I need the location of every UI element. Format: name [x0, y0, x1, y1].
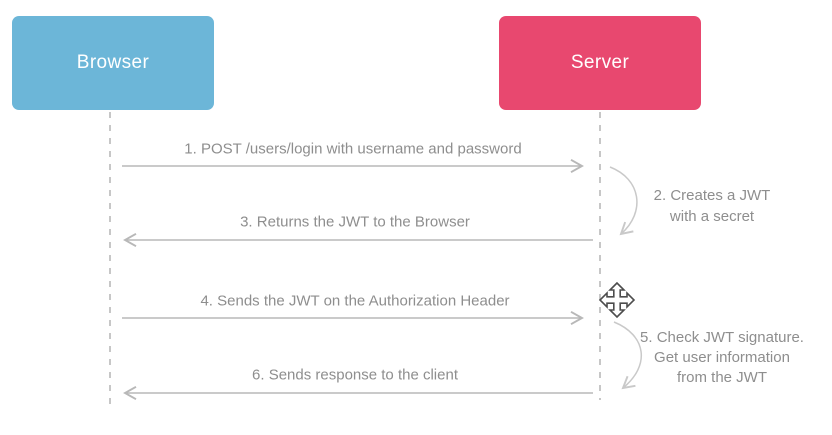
actor-box-browser: Browser — [12, 16, 214, 110]
message-2-line-1: 2. Creates a JWT — [653, 187, 771, 204]
message-5-self-arrow — [613, 321, 643, 390]
message-2-self-arrow — [609, 166, 638, 236]
message-3-label: 3. Returns the JWT to the Browser — [240, 213, 470, 231]
move-cursor-icon — [598, 281, 636, 319]
message-2-label: 2. Creates a JWT with a secret — [654, 185, 771, 227]
actor-box-server: Server — [499, 16, 701, 110]
actor-server-label: Server — [570, 52, 630, 73]
message-5-line-1: 5. Check JWT signature. — [640, 329, 804, 346]
message-6-label: 6. Sends response to the client — [252, 366, 458, 384]
message-1-label: 1. POST /users/login with username and p… — [184, 140, 522, 158]
actor-browser-label: Browser — [76, 52, 150, 73]
message-5-line-2: Get user information — [654, 349, 790, 366]
message-2-line-2: with a secret — [669, 208, 755, 225]
message-4-label: 4. Sends the JWT on the Authorization He… — [200, 292, 510, 310]
message-5-label: 5. Check JWT signature. Get user informa… — [640, 328, 804, 388]
message-5-line-3: from the JWT — [676, 369, 768, 386]
